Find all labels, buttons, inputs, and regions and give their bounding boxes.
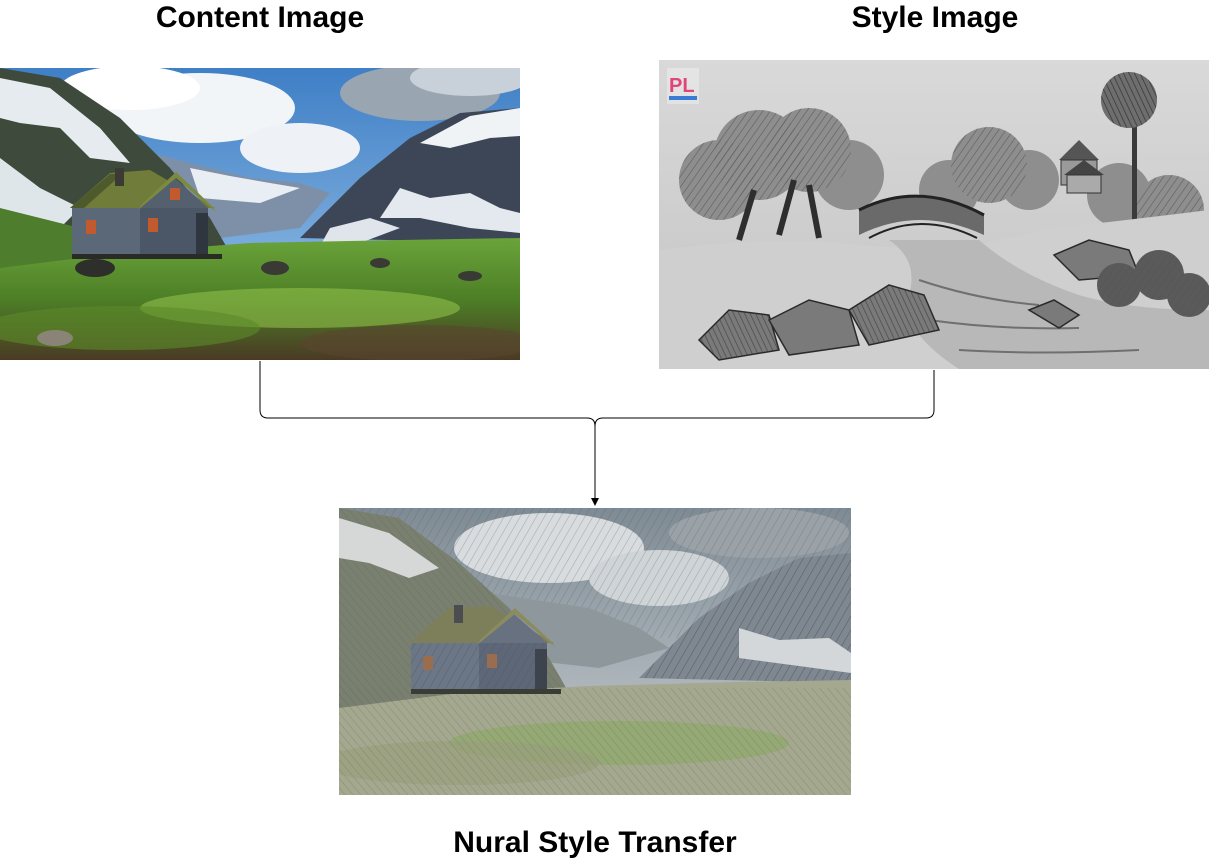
- style-image: PL: [659, 60, 1209, 369]
- pencil-sketch-landscape: PL: [659, 60, 1209, 369]
- content-image: [0, 68, 520, 360]
- svg-text:PL: PL: [669, 75, 695, 97]
- connector-from-style: [594, 370, 935, 427]
- connector-from-content: [259, 361, 596, 427]
- stylized-cabin-photo: [339, 508, 851, 795]
- result-image: [339, 508, 851, 795]
- style-image-title: Style Image: [851, 1, 1019, 34]
- result-image-title: Nural Style Transfer: [453, 826, 737, 859]
- style-watermark-logo: PL: [667, 68, 699, 104]
- mountain-cabin-photo: [0, 68, 520, 360]
- content-image-title: Content Image: [155, 1, 365, 34]
